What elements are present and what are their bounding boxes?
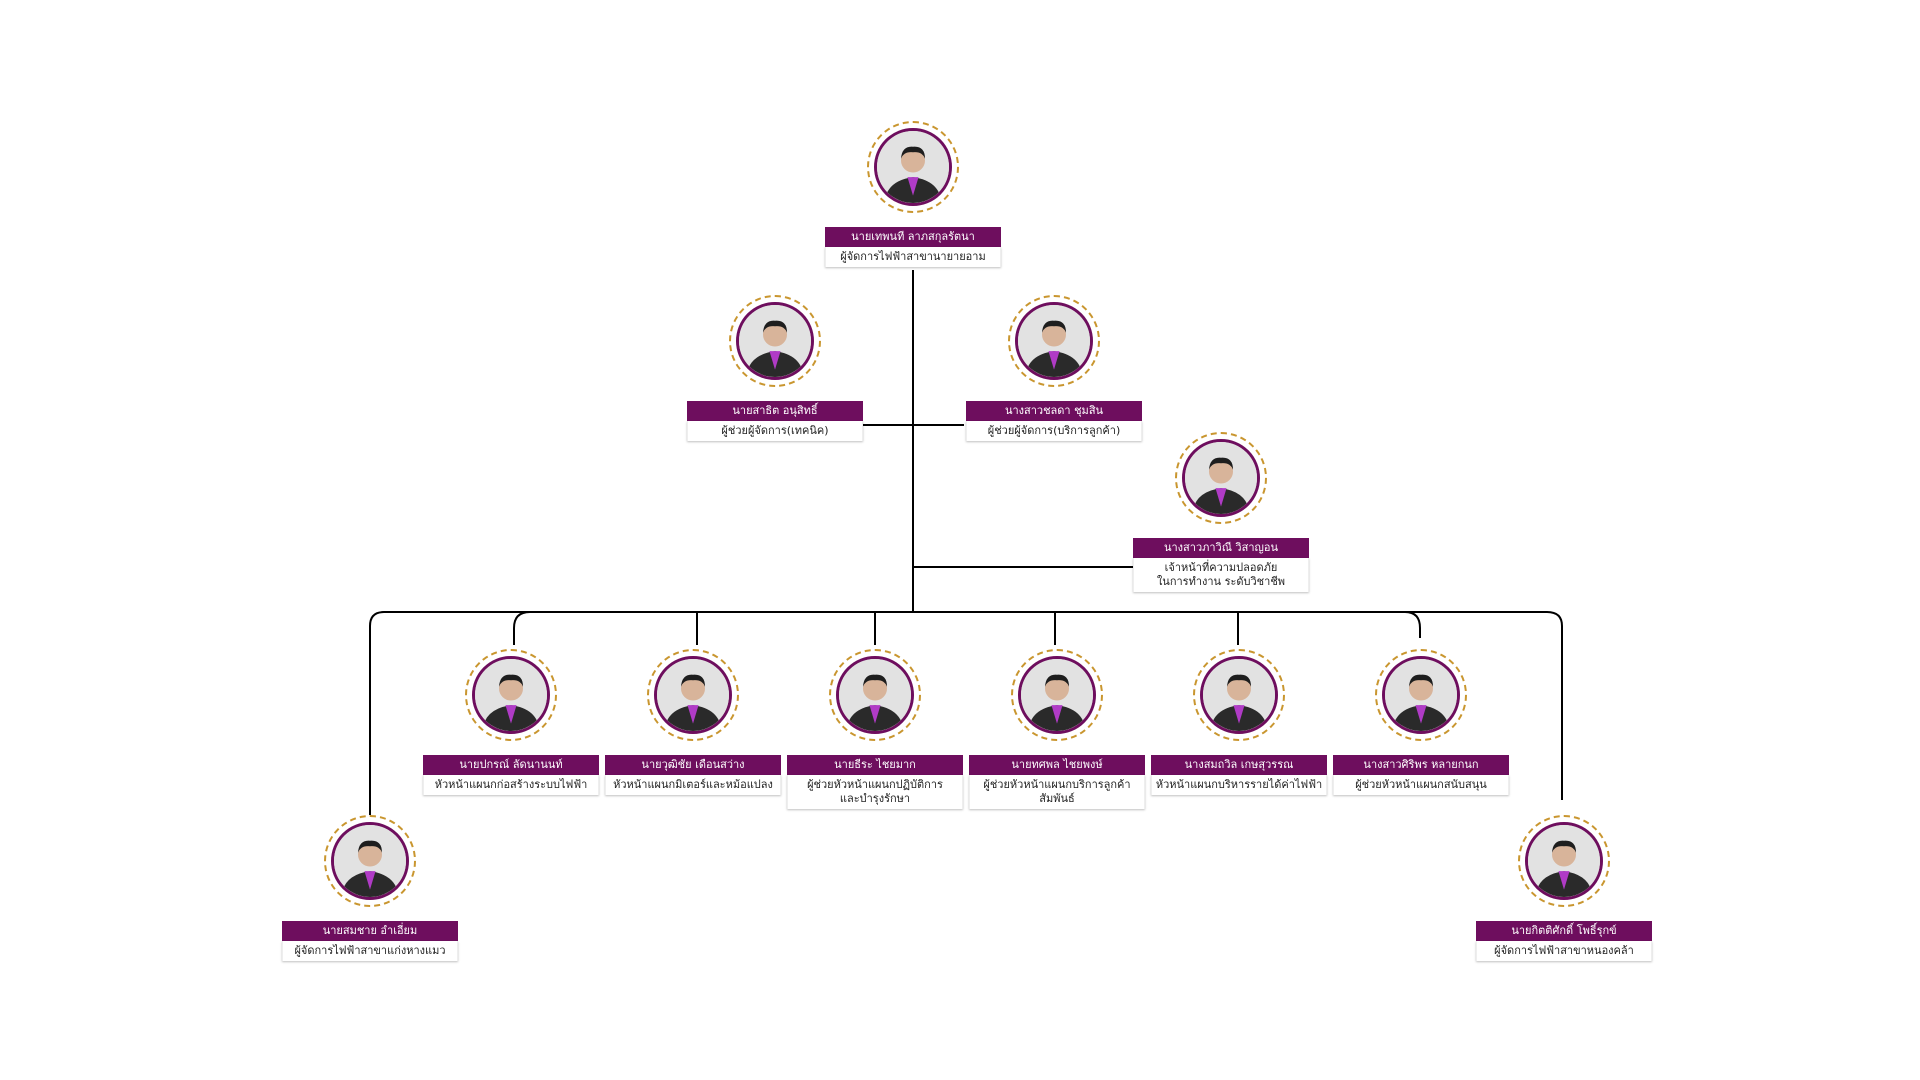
person-photo-icon (1525, 822, 1603, 900)
person-name: นายสมชาย อำเอี่ยม (282, 921, 458, 941)
person-title: ผู้ช่วยหัวหน้าแผนกสนับสนุน (1333, 775, 1509, 795)
photo-ring (1518, 815, 1610, 907)
person-photo-icon (836, 656, 914, 734)
person-name: นางสาวชลดา ชุมสิน (966, 401, 1142, 421)
person-title: ผู้จัดการไฟฟ้าสาขาหนองคล้า (1476, 941, 1652, 961)
person-name: นายวุฒิชัย เดือนสว่าง (605, 755, 781, 775)
person-name: นายเทพนที ลาภสกุลรัตนา (825, 227, 1001, 247)
person-photo-icon (874, 128, 952, 206)
photo-ring (1011, 649, 1103, 741)
photo-ring (647, 649, 739, 741)
person-photo-icon (1182, 439, 1260, 517)
person-title: ผู้ช่วยผู้จัดการ(เทคนิค) (687, 421, 863, 441)
person-photo-icon (331, 822, 409, 900)
person-photo-icon (1200, 656, 1278, 734)
photo-ring (1375, 649, 1467, 741)
person-name: นางสมถวิล เกษสุวรรณ (1151, 755, 1327, 775)
person-title: ผู้ช่วยหัวหน้าแผนกบริการลูกค้า สัมพันธ์ (969, 775, 1145, 809)
person-photo-icon (1015, 302, 1093, 380)
person-photo-icon (736, 302, 814, 380)
person-name: นางสาวภาวิณี วิสาญอน (1133, 538, 1309, 558)
person-title: ผู้จัดการไฟฟ้าสาขาแก่งหางแมว (282, 941, 458, 961)
person-title: เจ้าหน้าที่ความปลอดภัย ในการทำงาน ระดับว… (1133, 558, 1309, 592)
person-photo-icon (1382, 656, 1460, 734)
right-branch-line (1546, 611, 1563, 800)
photo-ring (729, 295, 821, 387)
photo-ring (1175, 432, 1267, 524)
person-name: นายธีระ ไชยมาก (787, 755, 963, 775)
left-branch-line (369, 611, 385, 815)
photo-ring (829, 649, 921, 741)
person-title: หัวหน้าแผนกมิเตอร์และหม้อแปลง (605, 775, 781, 795)
person-name: นางสาวศิริพร หลายกนก (1333, 755, 1509, 775)
person-title: ผู้ช่วยหัวหน้าแผนกปฏิบัติการ และบำรุงรัก… (787, 775, 963, 809)
drop-n4 (513, 611, 531, 645)
person-title: ผู้จัดการไฟฟ้าสาขานายายอาม (825, 247, 1001, 267)
person-photo-icon (654, 656, 732, 734)
person-title: หัวหน้าแผนกบริหารรายได้ค่าไฟฟ้า (1151, 775, 1327, 795)
person-name: นายสาธิต อนุสิทธิ์ (687, 401, 863, 421)
photo-ring (324, 815, 416, 907)
photo-ring (1008, 295, 1100, 387)
drop-n9 (1404, 611, 1421, 638)
photo-ring (465, 649, 557, 741)
person-title: หัวหน้าแผนกก่อสร้างระบบไฟฟ้า (423, 775, 599, 795)
photo-ring (1193, 649, 1285, 741)
person-title: ผู้ช่วยผู้จัดการ(บริการลูกค้า) (966, 421, 1142, 441)
person-photo-icon (1018, 656, 1096, 734)
person-photo-icon (472, 656, 550, 734)
person-name: นายปกรณ์ ลัดนานนท์ (423, 755, 599, 775)
person-name: นายกิตติศักดิ์ โพธิ์รุกข์ (1476, 921, 1652, 941)
person-name: นายทศพล ไชยพงษ์ (969, 755, 1145, 775)
photo-ring (867, 121, 959, 213)
